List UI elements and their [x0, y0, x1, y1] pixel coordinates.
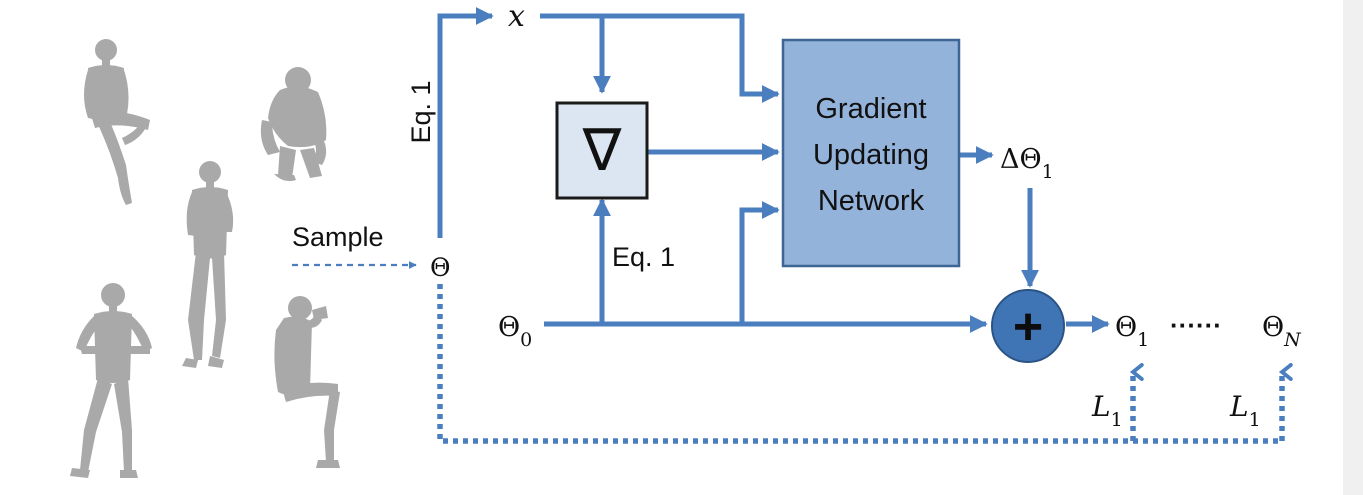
arrow-theta-to-x	[437, 7, 494, 238]
label-dots: ······	[1170, 310, 1222, 340]
label-theta0: Θ0	[498, 312, 532, 351]
pose-figure-crouching	[260, 67, 327, 182]
arrow-theta0-to-network	[739, 201, 780, 324]
pose-figure-sitting	[84, 39, 150, 205]
network-label-line-1: Gradient	[815, 93, 926, 125]
label-x: x	[508, 0, 525, 34]
loss-feedback-path	[437, 284, 1282, 444]
label-loss-1: L1	[1091, 390, 1123, 431]
arrow-x-to-network	[540, 13, 780, 103]
network-label-line-3: Network	[818, 185, 925, 217]
label-thetaN: ΘN	[1262, 312, 1302, 351]
label-delta-theta1: ΔΘ1	[1000, 144, 1054, 183]
gradient-operator-box	[555, 101, 649, 200]
pose-figure-sitting-hands-face	[274, 296, 340, 468]
plus-symbol: +	[1013, 298, 1043, 356]
connectors	[437, 7, 1110, 333]
gradient-updating-network-box	[781, 38, 961, 268]
label-theta1: Θ1	[1115, 312, 1149, 351]
side-strip	[1343, 0, 1363, 495]
pose-figure-standing-hand-chest	[182, 161, 234, 368]
label-theta: Θ	[430, 253, 451, 282]
plus-node	[991, 289, 1065, 363]
network-label-line-2: Updating	[813, 139, 929, 171]
pose-figure-standing-arms-bent	[70, 283, 152, 478]
gradient-symbol: ∇	[582, 118, 622, 183]
label-loss-2: L1	[1229, 390, 1261, 431]
label-sample: Sample	[292, 222, 384, 252]
label-eq1-horizontal: Eq. 1	[612, 242, 675, 272]
label-eq1-vertical: Eq. 1	[406, 80, 436, 143]
